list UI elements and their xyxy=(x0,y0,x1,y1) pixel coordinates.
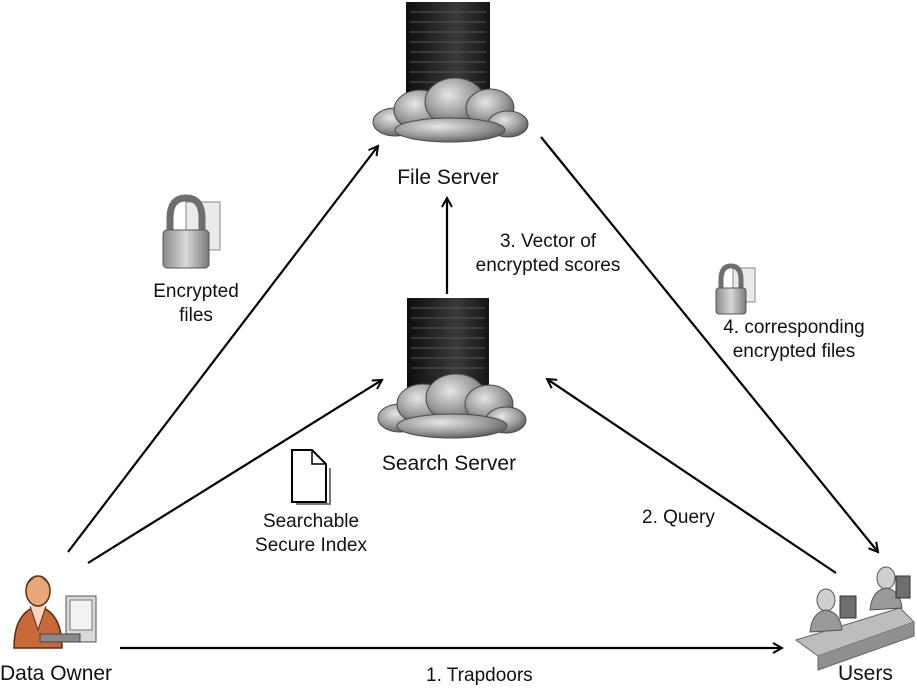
file-server-icon xyxy=(372,2,529,143)
encrypted-files-line-1: Encrypted xyxy=(153,281,239,302)
users-at-desks-icon xyxy=(794,566,915,671)
corresponding-files-line-1: 4. corresponding xyxy=(723,317,865,338)
corresponding-files-line-2: encrypted files xyxy=(732,341,856,362)
document-icon xyxy=(291,449,331,505)
vector-scores-line-2: encrypted scores xyxy=(475,255,621,276)
encrypted-files-line-2: files xyxy=(179,305,213,326)
arrow-owner-to-search-server xyxy=(87,380,382,564)
padlock-small-icon xyxy=(715,263,756,315)
users-label: Users xyxy=(838,662,893,685)
corresponding-files-label: 4. corresponding encrypted files xyxy=(704,316,884,364)
searchable-index-line-2: Secure Index xyxy=(255,535,367,556)
search-server-icon xyxy=(377,298,527,439)
arrow-users-to-search-server xyxy=(547,379,837,574)
vector-scores-line-1: 3. Vector of xyxy=(499,231,597,252)
encrypted-files-label: Encrypted files xyxy=(136,280,256,328)
arrow-file-server-to-users xyxy=(540,136,878,552)
search-server-label: Search Server xyxy=(381,452,517,475)
file-server-label: File Server xyxy=(397,166,499,189)
arrow-owner-to-file-server xyxy=(67,146,378,553)
searchable-index-line-1: Searchable xyxy=(262,511,360,532)
searchable-index-label: Searchable Secure Index xyxy=(246,510,376,558)
arrows xyxy=(67,136,878,648)
person-at-computer-icon xyxy=(13,575,97,649)
vector-scores-label: 3. Vector of encrypted scores xyxy=(460,230,636,278)
query-label: 2. Query xyxy=(642,507,715,528)
data-owner-label: Data Owner xyxy=(0,662,113,685)
trapdoors-label: 1. Trapdoors xyxy=(426,665,533,686)
padlock-icon xyxy=(162,194,221,269)
